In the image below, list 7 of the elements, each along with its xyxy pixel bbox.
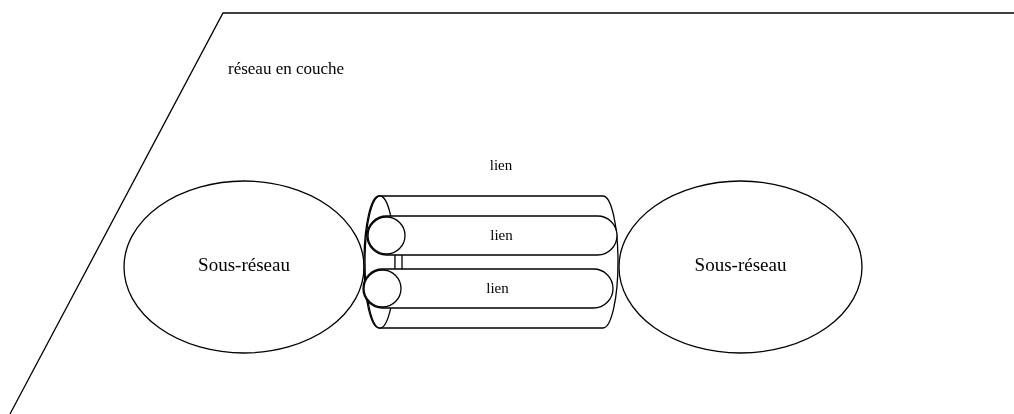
connector-line <box>401 254 403 270</box>
link-label: lien <box>490 226 513 243</box>
subnet-label: Sous-réseau <box>198 255 290 276</box>
link-label: lien <box>489 157 513 174</box>
link-label: lien <box>486 279 509 296</box>
subnet-label: Sous-réseau <box>694 255 787 276</box>
layer-label: réseau en couche <box>228 60 345 79</box>
